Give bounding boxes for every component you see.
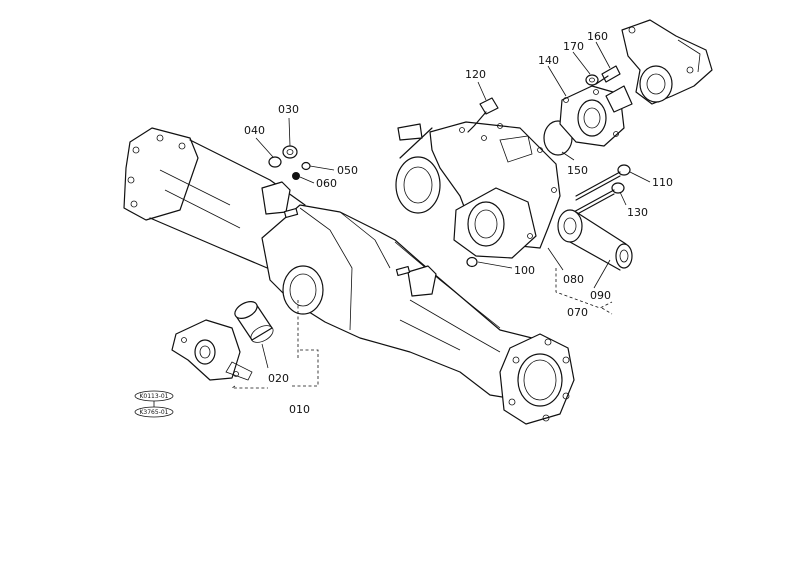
label-010: 010 <box>289 403 310 416</box>
differential-case-part <box>395 121 561 259</box>
label-090: 090 <box>590 289 611 302</box>
label-130: 130 <box>627 206 648 219</box>
reference-stamp: K0113-01 K3765-01 <box>134 390 174 418</box>
bolt-160-part <box>595 65 621 85</box>
stud-110-part <box>575 164 631 201</box>
label-070: 070 <box>567 306 588 319</box>
cover-plate-part <box>559 85 633 147</box>
label-040: 040 <box>244 124 265 137</box>
stud-130-part <box>569 182 625 219</box>
drive-shaft-part <box>557 209 633 271</box>
plug-100-part <box>466 256 478 268</box>
label-120: 120 <box>465 68 486 81</box>
label-110: 110 <box>652 176 673 189</box>
label-100: 100 <box>514 264 535 277</box>
leader-lines <box>230 41 651 389</box>
nut-170-part <box>585 74 599 86</box>
pivot-bracket-part <box>171 319 253 381</box>
label-080: 080 <box>563 273 584 286</box>
stamp-top: K0113-01 <box>139 393 168 400</box>
label-050: 050 <box>337 164 358 177</box>
label-140: 140 <box>538 54 559 67</box>
label-020: 020 <box>268 372 289 385</box>
axle-housing-part <box>123 127 575 425</box>
label-060: 060 <box>316 177 337 190</box>
label-030: 030 <box>278 103 299 116</box>
label-160: 160 <box>587 30 608 43</box>
label-170: 170 <box>563 40 584 53</box>
grease-fittings-group <box>268 145 311 180</box>
knuckle-arm-part <box>621 19 713 105</box>
part-number-labels: 010 020 030 040 050 060 070 080 090 100 … <box>244 30 673 416</box>
stamp-bottom: K3765-01 <box>139 409 168 416</box>
label-150: 150 <box>567 164 588 177</box>
bushing-part <box>234 301 274 343</box>
bolt-120-part <box>467 97 499 133</box>
